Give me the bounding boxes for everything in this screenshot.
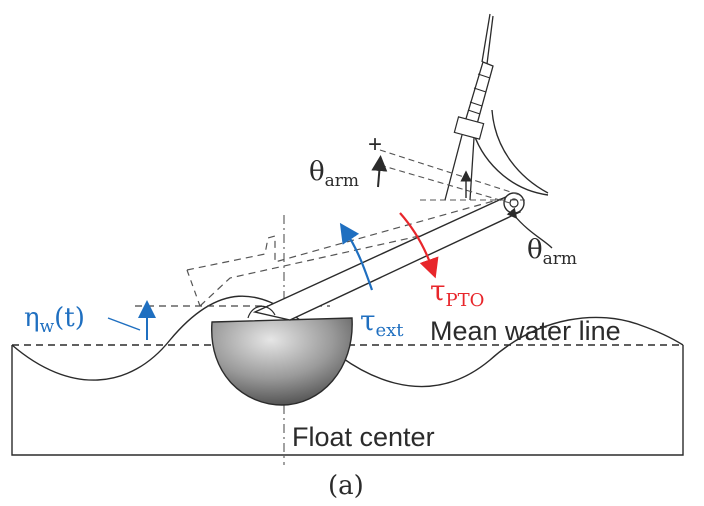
eta-leader [107,317,141,331]
dashed-float-ghost [186,269,201,307]
tau-pto-label: τPTO [430,274,484,311]
theta-arm-top-label: θarm [309,157,359,191]
eta-w-label: ηw(t) [24,303,85,337]
pto-rod [481,13,494,65]
panel-label: (a) [328,471,364,501]
solid-arm [252,194,521,321]
theta-small-arrow [371,155,388,188]
float-center-label: Float center [292,422,435,452]
tank-outline [11,345,684,456]
float-top-bump [247,305,276,319]
float-body [211,317,353,406]
pto-rings [467,73,491,115]
pto-link [444,134,475,201]
wave-curve [11,295,684,388]
tau-pto-arrow [399,212,439,279]
mean-water-line-label: Mean water line [430,316,621,346]
theta-arm-arc [506,207,553,249]
theta-arm-right-label: θarm [527,235,577,269]
plus-sign: + [368,131,382,158]
tau-ext-arrow [339,222,374,291]
theta-ref-lines [379,149,525,204]
pto-mount [453,116,485,140]
dashed-arm-rest [186,194,516,307]
tau-ext-label: τext [360,304,404,341]
